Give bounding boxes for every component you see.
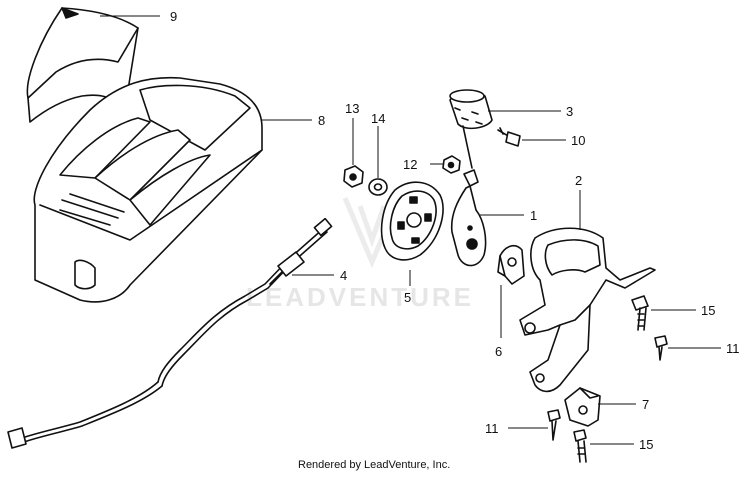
callout-10: 10 <box>571 133 585 148</box>
part-15-bolt-upper[interactable] <box>631 295 649 331</box>
part-11-screw-lower[interactable] <box>547 409 561 441</box>
callout-4: 4 <box>340 268 347 283</box>
callout-15-upper: 15 <box>701 303 715 318</box>
part-10-screw[interactable] <box>497 127 521 147</box>
part-14-washer[interactable] <box>368 178 388 196</box>
callout-9: 9 <box>170 9 177 24</box>
callout-15-lower: 15 <box>639 437 653 452</box>
part-3-knob[interactable] <box>449 89 493 169</box>
watermark: LEADVENTURE <box>246 197 474 312</box>
part-11-screw-right[interactable] <box>654 335 668 361</box>
part-12-nut[interactable] <box>442 155 461 174</box>
watermark-text: LEADVENTURE <box>246 282 474 312</box>
part-1-lever[interactable] <box>450 169 487 267</box>
callout-labels: 9 8 4 13 14 5 3 10 12 1 2 6 7 15 11 11 1… <box>170 9 740 452</box>
callout-6: 6 <box>495 344 502 359</box>
callout-14: 14 <box>371 111 385 126</box>
part-4-cable[interactable] <box>7 217 333 449</box>
callout-8: 8 <box>318 113 325 128</box>
part-5-friction-plate[interactable] <box>380 181 444 261</box>
callout-3: 3 <box>566 104 573 119</box>
part-7-clip[interactable] <box>564 387 601 427</box>
callout-11-lower: 11 <box>485 421 499 436</box>
callout-13: 13 <box>345 101 359 116</box>
footer-credit: Rendered by LeadVenture, Inc. <box>298 459 450 471</box>
part-8-housing[interactable] <box>33 76 263 303</box>
part-13-nut[interactable] <box>343 165 364 188</box>
callout-5: 5 <box>404 290 411 305</box>
callout-1: 1 <box>530 208 537 223</box>
callout-7: 7 <box>642 397 649 412</box>
callout-2: 2 <box>575 173 582 188</box>
callout-11-right: 11 <box>726 341 740 356</box>
leader-lines <box>100 15 721 445</box>
part-2-main-bracket[interactable] <box>519 227 656 393</box>
callout-12: 12 <box>403 157 417 172</box>
part-6-small-bracket[interactable] <box>497 244 525 285</box>
part-15-bolt-lower[interactable] <box>573 429 587 463</box>
